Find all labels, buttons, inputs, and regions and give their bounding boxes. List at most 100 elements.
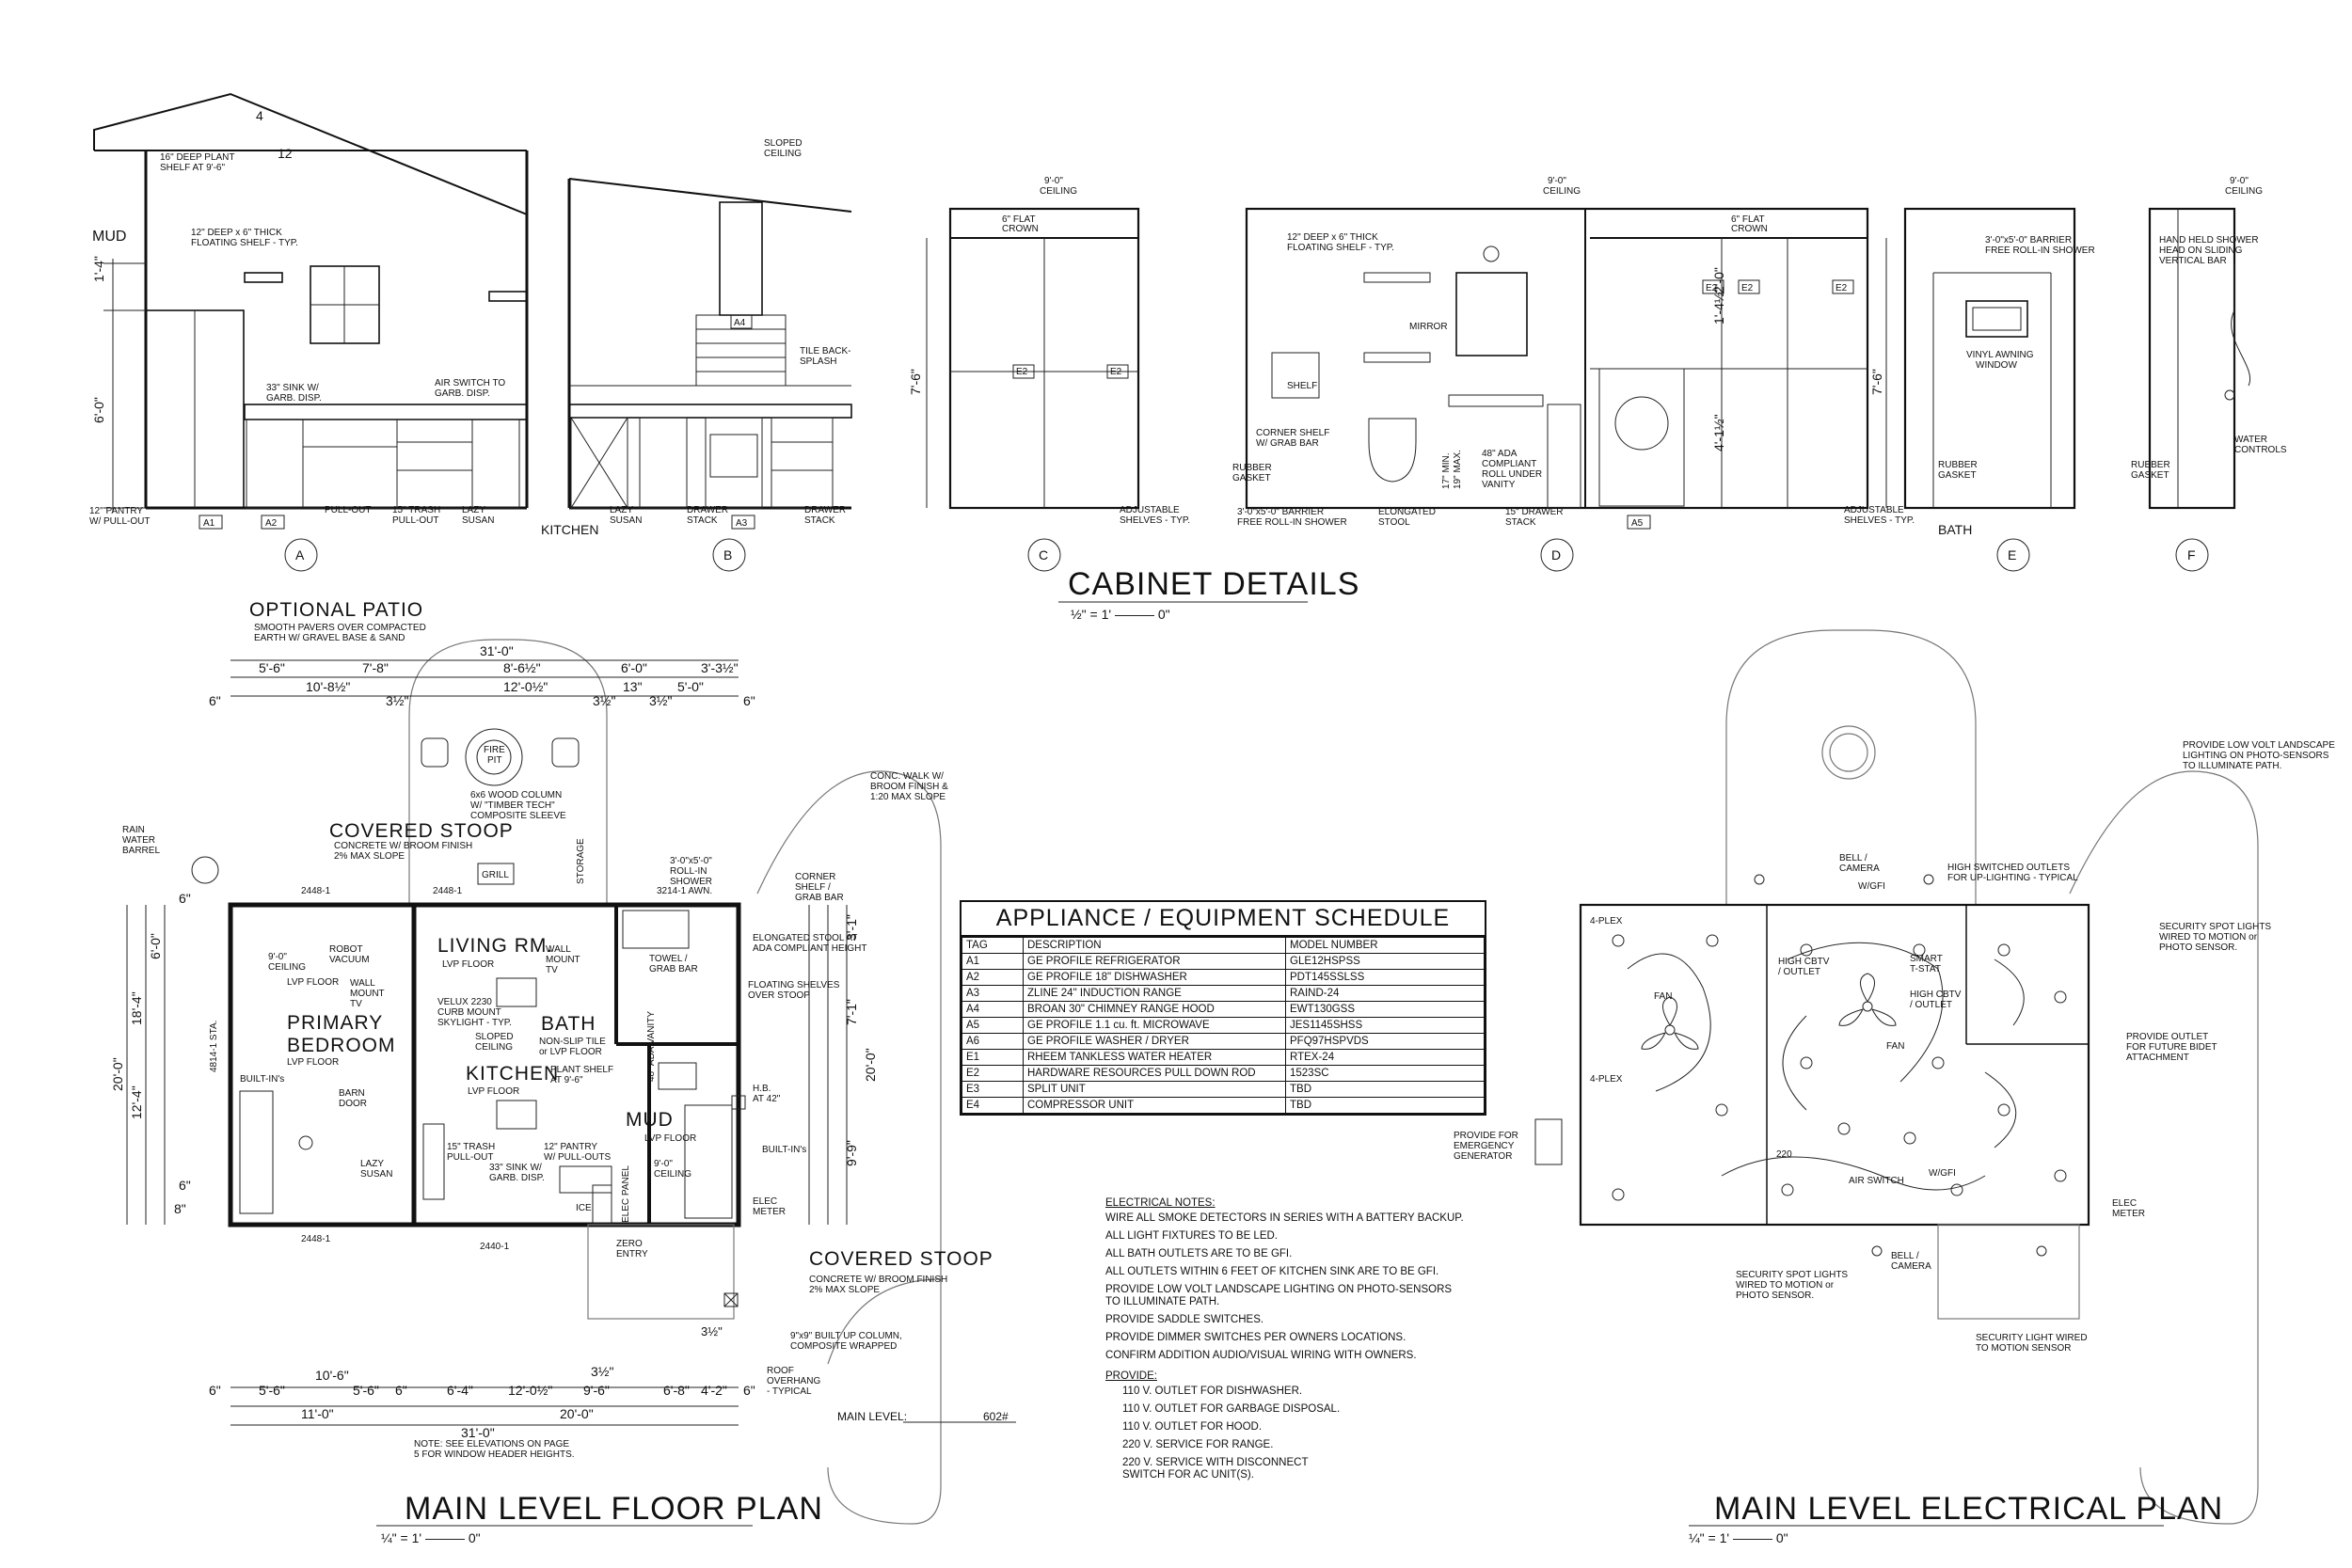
svg-text:CEILING: CEILING	[475, 1042, 513, 1053]
light-fixture-icons	[1612, 874, 2067, 1257]
electrical-note: PROVIDE SADDLE SWITCHES.	[1105, 1314, 1264, 1325]
schedule-tag: E3	[961, 1081, 1024, 1098]
svg-text:AIR SWITCH: AIR SWITCH	[1849, 1176, 1904, 1186]
svg-text:33" SINK W/: 33" SINK W/	[489, 1163, 542, 1173]
svg-text:FLOATING SHELF - TYP.: FLOATING SHELF - TYP.	[191, 238, 298, 248]
svg-text:EARTH W/ GRAVEL BASE & SAND: EARTH W/ GRAVEL BASE & SAND	[254, 633, 405, 643]
svg-text:SECURITY LIGHT WIRED: SECURITY LIGHT WIRED	[1976, 1333, 2088, 1343]
svg-text:GARB. DISP.: GARB. DISP.	[489, 1173, 545, 1183]
room-primary-label: PRIMARY	[287, 1012, 383, 1034]
provide-item: 110 V. OUTLET FOR GARBAGE DISPOSAL.	[1122, 1403, 1341, 1415]
provide-heading: PROVIDE:	[1105, 1370, 1157, 1382]
svg-text:TO MOTION SENSOR: TO MOTION SENSOR	[1976, 1343, 2072, 1354]
bath-label: BATH	[1938, 522, 1972, 537]
schedule-model: 1523SC	[1285, 1065, 1485, 1082]
svg-text:A1: A1	[203, 518, 215, 529]
svg-text:H.B.: H.B.	[753, 1084, 771, 1094]
svg-text:E2: E2	[1016, 367, 1028, 377]
schedule-model: PDT145SSLSS	[1285, 969, 1485, 986]
svg-text:6": 6"	[209, 693, 221, 708]
svg-text:6'-0": 6'-0"	[148, 933, 163, 959]
svg-text:FLOATING SHELF - TYP.: FLOATING SHELF - TYP.	[1287, 243, 1394, 253]
svg-text:20'-0": 20'-0"	[110, 1057, 125, 1091]
svg-text:CONCRETE W/ BROOM FINISH: CONCRETE W/ BROOM FINISH	[334, 841, 472, 851]
svg-text:A3: A3	[736, 518, 748, 529]
svg-text:E2: E2	[1836, 283, 1848, 293]
ceiling-fan-2-icon	[1838, 973, 1897, 1026]
svg-text:PROVIDE OUTLET: PROVIDE OUTLET	[2126, 1032, 2208, 1042]
schedule-model: PFQ97HSPVDS	[1285, 1033, 1485, 1050]
svg-text:GRAB BAR: GRAB BAR	[649, 964, 698, 974]
schedule-model: EWT130GSS	[1285, 1001, 1485, 1018]
svg-text:1:20 MAX SLOPE: 1:20 MAX SLOPE	[870, 792, 946, 802]
svg-text:9'-0": 9'-0"	[268, 952, 287, 962]
svg-text:MOUNT: MOUNT	[350, 989, 385, 999]
svg-text:BELL /: BELL /	[1891, 1251, 1919, 1261]
svg-text:7'-1": 7'-1"	[844, 999, 859, 1025]
svg-text:COMPOSITE WRAPPED: COMPOSITE WRAPPED	[790, 1341, 897, 1352]
svg-text:HIGH SWITCHED OUTLETS: HIGH SWITCHED OUTLETS	[1947, 863, 2070, 873]
svg-text:AIR SWITCH TO: AIR SWITCH TO	[435, 378, 505, 388]
svg-text:LAZY: LAZY	[610, 505, 633, 515]
svg-text:BELL /: BELL /	[1839, 853, 1867, 863]
svg-text:1'-4½": 1'-4½"	[1711, 287, 1726, 325]
svg-text:/ OUTLET: / OUTLET	[1778, 967, 1820, 977]
svg-text:VACUUM: VACUUM	[329, 955, 370, 965]
svg-text:11'-0": 11'-0"	[301, 1406, 334, 1421]
svg-text:WALL: WALL	[350, 978, 375, 989]
svg-text:METER: METER	[2112, 1209, 2145, 1219]
svg-text:9'-6": 9'-6"	[583, 1383, 610, 1398]
svg-text:SHELF: SHELF	[1287, 381, 1317, 391]
svg-text:13": 13"	[623, 679, 643, 694]
electrical-note: ALL LIGHT FIXTURES TO BE LED.	[1105, 1230, 1278, 1242]
svg-text:FOR FUTURE BIDET: FOR FUTURE BIDET	[2126, 1042, 2217, 1053]
svg-text:CONCRETE W/ BROOM FINISH: CONCRETE W/ BROOM FINISH	[809, 1275, 947, 1285]
svg-text:CEILING: CEILING	[2225, 186, 2263, 197]
provide-item: 220 V. SERVICE FOR RANGE.	[1122, 1439, 1274, 1450]
svg-text:15" DRAWER: 15" DRAWER	[1505, 507, 1564, 517]
svg-text:9'-0": 9'-0"	[1044, 176, 1063, 186]
svg-text:DRAWER: DRAWER	[687, 505, 728, 515]
svg-text:VINYL AWNING: VINYL AWNING	[1966, 350, 2034, 360]
schedule-tag: E4	[961, 1097, 1024, 1114]
svg-text:CORNER: CORNER	[795, 872, 835, 882]
svg-text:ELEC PANEL: ELEC PANEL	[621, 1165, 631, 1223]
schedule-tag: A3	[961, 985, 1024, 1002]
floor-plan: 31'-0" 5'-6"7'-8"8'-6½"6'-0"3'-3½" 10'-8…	[110, 599, 1016, 1545]
kitchen-label: KITCHEN	[541, 522, 598, 537]
svg-text:9'-0": 9'-0"	[1548, 176, 1566, 186]
svg-text:2448-1: 2448-1	[301, 886, 331, 896]
svg-text:VERTICAL BAR: VERTICAL BAR	[2159, 256, 2227, 266]
svg-text:STOOL: STOOL	[1378, 517, 1410, 528]
svg-text:31'-0": 31'-0"	[461, 1425, 495, 1440]
svg-text:F: F	[2187, 547, 2196, 562]
svg-text:BARN: BARN	[339, 1088, 365, 1099]
svg-text:BROOM FINISH &: BROOM FINISH &	[870, 782, 948, 792]
svg-text:6": 6"	[179, 891, 191, 906]
svg-text:2448-1: 2448-1	[301, 1234, 331, 1244]
svg-text:GRILL: GRILL	[482, 870, 509, 880]
svg-text:SHELVES - TYP.: SHELVES - TYP.	[1844, 515, 1915, 526]
svg-text:- TYPICAL: - TYPICAL	[767, 1386, 812, 1397]
svg-text:E2: E2	[1706, 283, 1718, 293]
schedule-description: SPLIT UNIT	[1023, 1081, 1286, 1098]
room-optional-patio: OPTIONAL PATIO	[249, 599, 423, 621]
room-bath: BATH	[541, 1013, 596, 1035]
schedule-description: ZLINE 24" INDUCTION RANGE	[1023, 985, 1286, 1002]
svg-text:ROBOT: ROBOT	[329, 944, 363, 955]
svg-text:GENERATOR: GENERATOR	[1454, 1151, 1512, 1162]
svg-text:SPLASH: SPLASH	[800, 356, 836, 367]
svg-text:C: C	[1039, 547, 1048, 562]
svg-text:ROLL-IN: ROLL-IN	[670, 866, 707, 877]
electrical-notes-list: WIRE ALL SMOKE DETECTORS IN SERIES WITH …	[1105, 1212, 1501, 1362]
svg-text:2448-1: 2448-1	[433, 886, 463, 896]
svg-text:GRAB BAR: GRAB BAR	[795, 893, 844, 903]
svg-text:PHOTO SENSOR.: PHOTO SENSOR.	[1736, 1291, 1814, 1301]
svg-text:7'-8": 7'-8"	[362, 660, 389, 675]
svg-text:GASKET: GASKET	[1232, 473, 1271, 483]
